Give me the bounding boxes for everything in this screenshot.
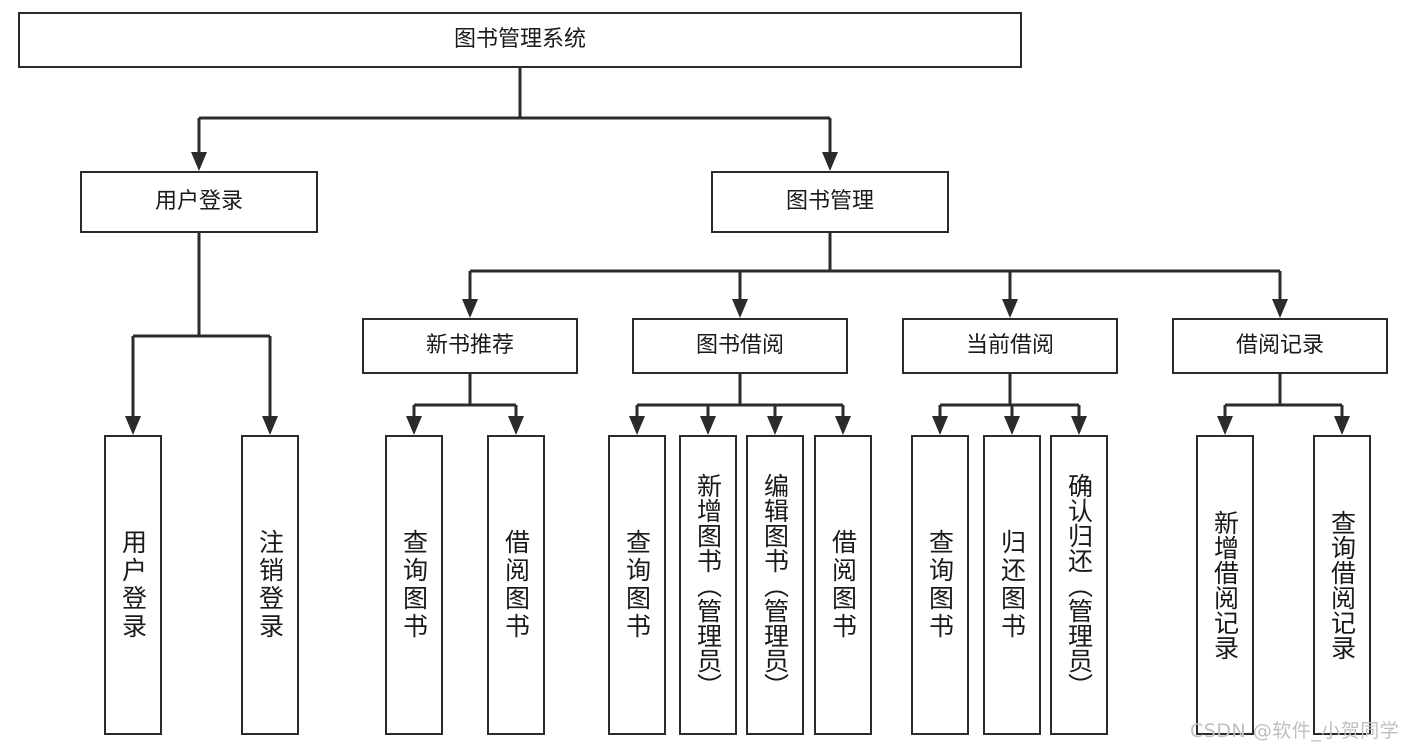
node-label: 当前借阅 [965, 332, 1054, 358]
node-current[interactable]: 当前借阅 [902, 318, 1118, 374]
node-label: 借阅记录 [1235, 332, 1324, 358]
node-label: 查询图书 [622, 529, 652, 641]
node-l-b2[interactable]: 借阅图书 [814, 435, 872, 735]
node-label: 查询图书 [925, 529, 955, 641]
arrow-borrow-l-add-head [700, 416, 716, 435]
arrow-records-l-qrec-head [1334, 416, 1350, 435]
node-l-userlogin[interactable]: 用户登录 [104, 435, 162, 735]
node-records[interactable]: 借阅记录 [1172, 318, 1388, 374]
node-l-add[interactable]: 新增图书（管理员） [679, 435, 737, 735]
node-l-q3[interactable]: 查询图书 [911, 435, 969, 735]
node-label: 借阅图书 [828, 529, 858, 641]
node-bookmgmt[interactable]: 图书管理 [711, 171, 949, 233]
arrow-login-l-logout-head [262, 416, 278, 435]
node-l-qrec[interactable]: 查询借阅记录 [1313, 435, 1371, 735]
node-label: 注销登录 [255, 529, 285, 641]
arrow-root-login-head [191, 152, 207, 171]
node-login[interactable]: 用户登录 [80, 171, 318, 233]
node-label: 查询借阅记录 [1327, 510, 1357, 660]
node-label: 用户登录 [154, 188, 243, 214]
node-label: 归还图书 [997, 529, 1027, 641]
node-l-logout[interactable]: 注销登录 [241, 435, 299, 735]
node-label: 新增图书（管理员） [693, 472, 723, 698]
watermark-label: CSDN @软件_小贺同学 [1190, 720, 1400, 742]
node-l-addrec[interactable]: 新增借阅记录 [1196, 435, 1254, 735]
node-root[interactable]: 图书管理系统 [18, 12, 1022, 68]
arrow-current-l-q3-head [932, 416, 948, 435]
arrow-borrow-l-edit-head [767, 416, 783, 435]
arrow-current-l-return-head [1004, 416, 1020, 435]
arrow-borrow-l-b2-head [835, 416, 851, 435]
node-l-q1[interactable]: 查询图书 [385, 435, 443, 735]
node-l-return[interactable]: 归还图书 [983, 435, 1041, 735]
node-newbook[interactable]: 新书推荐 [362, 318, 578, 374]
arrow-newbook-l-b1-head [508, 416, 524, 435]
node-label: 图书借阅 [695, 332, 784, 358]
arrow-current-l-confirm-head [1071, 416, 1087, 435]
node-label: 用户登录 [118, 529, 148, 641]
node-label: 借阅图书 [501, 529, 531, 641]
node-label: 图书管理系统 [453, 26, 586, 52]
arrow-newbook-l-q1-head [406, 416, 422, 435]
node-label: 新增借阅记录 [1210, 510, 1240, 660]
arrow-bookmgmt-records-head [1272, 299, 1288, 318]
node-label: 新书推荐 [425, 332, 514, 358]
arrow-borrow-l-q2-head [629, 416, 645, 435]
arrow-root-bookmgmt-head [822, 152, 838, 171]
arrow-bookmgmt-borrow-head [732, 299, 748, 318]
arrow-records-l-addrec-head [1217, 416, 1233, 435]
node-l-b1[interactable]: 借阅图书 [487, 435, 545, 735]
node-label: 编辑图书（管理员） [760, 472, 790, 698]
arrow-login-l-userlogin-head [125, 416, 141, 435]
node-l-confirm[interactable]: 确认归还（管理员） [1050, 435, 1108, 735]
node-borrow[interactable]: 图书借阅 [632, 318, 848, 374]
arrow-bookmgmt-current-head [1002, 299, 1018, 318]
node-l-q2[interactable]: 查询图书 [608, 435, 666, 735]
node-l-edit[interactable]: 编辑图书（管理员） [746, 435, 804, 735]
node-label: 确认归还（管理员） [1064, 472, 1094, 698]
node-label: 查询图书 [399, 529, 429, 641]
node-label: 图书管理 [785, 188, 874, 214]
arrow-bookmgmt-newbook-head [462, 299, 478, 318]
